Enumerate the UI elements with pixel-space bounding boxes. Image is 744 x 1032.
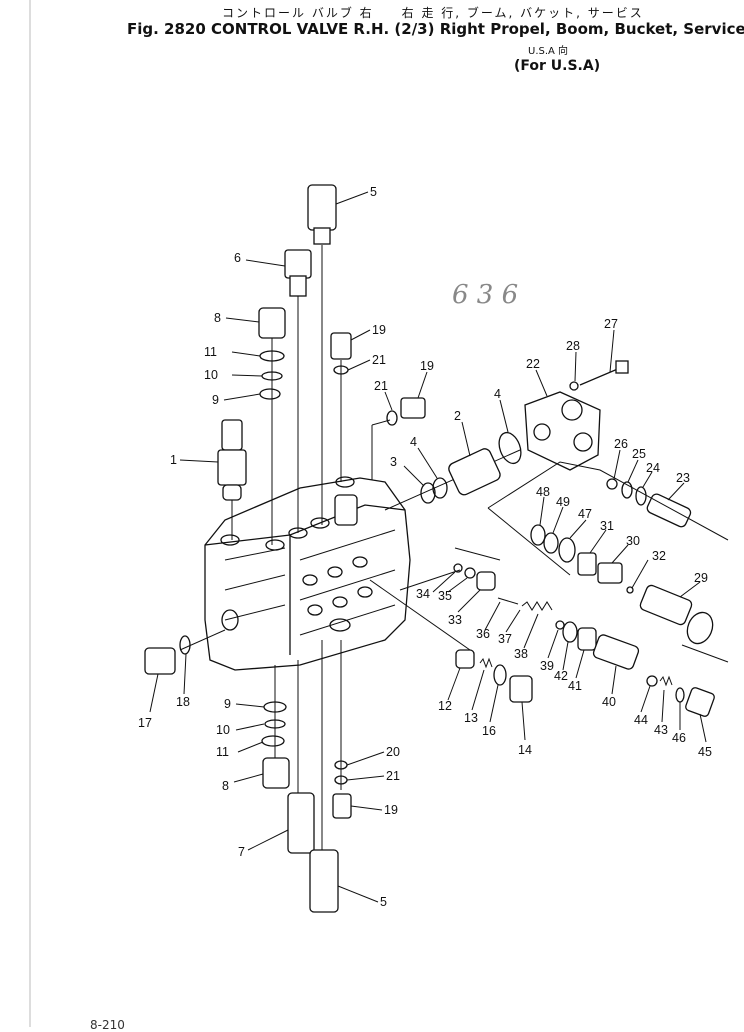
callout-28: 28: [566, 339, 580, 353]
callout-30: 30: [626, 534, 640, 548]
parts: [144, 184, 729, 913]
callout-34: 34: [416, 587, 430, 601]
region-jp-label: U.S.A 向: [528, 46, 569, 57]
callout-11-top: 11: [204, 345, 217, 359]
callout-27: 27: [604, 317, 618, 331]
callout-44: 44: [634, 713, 648, 727]
figure-title: Fig. 2820 CONTROL VALVE R.H. (2/3) Right…: [127, 20, 744, 38]
callout-3: 3: [390, 455, 397, 469]
callout-5-top: 5: [370, 185, 377, 199]
callout-41: 41: [568, 679, 582, 693]
callout-1: 1: [170, 453, 177, 467]
callout-33: 33: [448, 613, 462, 627]
callout-31: 31: [600, 519, 614, 533]
callout-21-bottom: 21: [386, 769, 400, 783]
callout-9-top: 9: [212, 393, 219, 407]
callout-38: 38: [514, 647, 528, 661]
callout-19-upper: 19: [372, 323, 386, 337]
callout-18: 18: [176, 695, 190, 709]
callout-29: 29: [694, 571, 708, 585]
callout-25: 25: [632, 447, 646, 461]
callout-48: 48: [536, 485, 550, 499]
callout-4-upper: 4: [494, 387, 501, 401]
callout-4-lower: 4: [410, 435, 417, 449]
callout-46: 46: [672, 731, 686, 745]
callout-22: 22: [526, 357, 540, 371]
callout-26: 26: [614, 437, 628, 451]
callout-16: 16: [482, 724, 496, 738]
callout-23: 23: [676, 471, 690, 485]
callout-49: 49: [556, 495, 570, 509]
callout-5-bottom: 5: [380, 895, 387, 909]
callout-14: 14: [518, 743, 532, 757]
callout-21-upper: 21: [372, 353, 386, 367]
callout-10-top: 10: [204, 368, 218, 382]
callout-43: 43: [654, 723, 668, 737]
callout-37: 37: [498, 632, 512, 646]
callout-7: 7: [238, 845, 245, 859]
callout-11-bottom: 11: [216, 745, 229, 759]
callout-9-bottom: 9: [224, 697, 231, 711]
leader-lines: [149, 191, 707, 903]
callout-2: 2: [454, 409, 461, 423]
callout-39: 39: [540, 659, 554, 673]
callout-42: 42: [554, 669, 568, 683]
callout-13: 13: [464, 711, 478, 725]
callout-32: 32: [652, 549, 666, 563]
callout-19-bottom: 19: [384, 803, 398, 817]
callout-17: 17: [138, 716, 152, 730]
callout-21-right: 21: [374, 379, 388, 393]
callout-8-top: 8: [214, 311, 221, 325]
region-label: (For U.S.A): [514, 58, 601, 74]
callout-6: 6: [234, 251, 241, 265]
callout-labels: 1 2 3 4 4 5 5 6 7 8 8 9 9 10 10 11 11 12…: [138, 185, 712, 909]
japanese-title: コントロール バルブ 右 右 走 行, ブーム, バケット, サービス: [222, 6, 644, 20]
callout-36: 36: [476, 627, 490, 641]
valve-body: [204, 476, 411, 671]
callout-12: 12: [438, 699, 452, 713]
callout-20: 20: [386, 745, 400, 759]
callout-8-bottom: 8: [222, 779, 229, 793]
callout-19-right: 19: [420, 359, 434, 373]
callout-10-bottom: 10: [216, 723, 230, 737]
callout-45: 45: [698, 745, 712, 759]
callout-47: 47: [578, 507, 592, 521]
callout-35: 35: [438, 589, 452, 603]
callout-24: 24: [646, 461, 660, 475]
assembly-lines: [179, 245, 521, 850]
callout-40: 40: [602, 695, 616, 709]
handwritten-note: 6 3 6: [452, 280, 519, 310]
